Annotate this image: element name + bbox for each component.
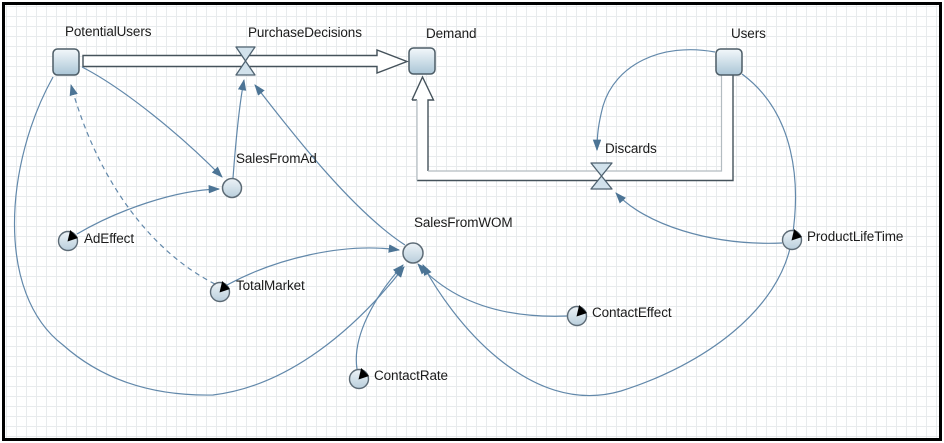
parameter-total-market[interactable] [209, 280, 231, 303]
label-sales-from-wom: SalesFromWOM [414, 215, 513, 230]
link-totalmarket-to-salesfromwom[interactable] [226, 244, 401, 286]
label-ad-effect: AdEffect [84, 231, 134, 246]
stock-potential-users[interactable] [52, 48, 80, 76]
link-contacteffect-to-salesfromwom[interactable] [417, 263, 568, 317]
link-users-to-salesfromwom[interactable] [422, 73, 797, 397]
label-product-life-time: ProductLifeTime [807, 229, 904, 244]
link-potentialusers-to-salesfromwom[interactable] [13, 76, 405, 396]
link-contactrate-to-salesfromwom[interactable] [355, 264, 404, 370]
link-potentialusers-to-salesfromad[interactable] [81, 66, 223, 178]
link-users-to-discards[interactable] [592, 49, 716, 152]
label-sales-from-ad: SalesFromAd [236, 151, 317, 166]
link-totalmarket-to-potentialusers[interactable] [69, 83, 216, 285]
variable-sales-from-ad[interactable] [221, 177, 243, 199]
label-contact-effect: ContactEffect [592, 305, 672, 320]
valve-purchase-decisions[interactable] [235, 46, 256, 76]
link-productlifetime-to-discards[interactable] [615, 192, 783, 244]
valve-discards[interactable] [590, 162, 613, 190]
stock-demand[interactable] [408, 47, 436, 75]
label-potential-users: PotentialUsers [65, 24, 152, 39]
link-salesfromwom-to-purchasedecisions[interactable] [254, 84, 406, 246]
link-salesfromad-to-purchasedecisions[interactable] [232, 78, 247, 179]
label-contact-rate: ContactRate [374, 368, 448, 383]
parameter-contact-effect[interactable] [566, 304, 588, 327]
label-purchase-decisions: PurchaseDecisions [248, 25, 362, 40]
link-adeffect-to-salesfromad[interactable] [76, 185, 221, 235]
diagram-layer [13, 46, 803, 397]
flow-pipe-discards[interactable] [411, 75, 734, 182]
label-discards: Discards [605, 141, 657, 156]
stock-users[interactable] [715, 48, 743, 76]
variable-sales-from-wom[interactable] [402, 242, 424, 264]
parameter-product-life-time[interactable] [781, 228, 803, 251]
parameter-ad-effect[interactable] [57, 229, 79, 252]
label-demand: Demand [426, 26, 477, 41]
label-users: Users [731, 26, 766, 41]
label-total-market: TotalMarket [236, 278, 305, 293]
parameter-contact-rate[interactable] [348, 367, 370, 390]
